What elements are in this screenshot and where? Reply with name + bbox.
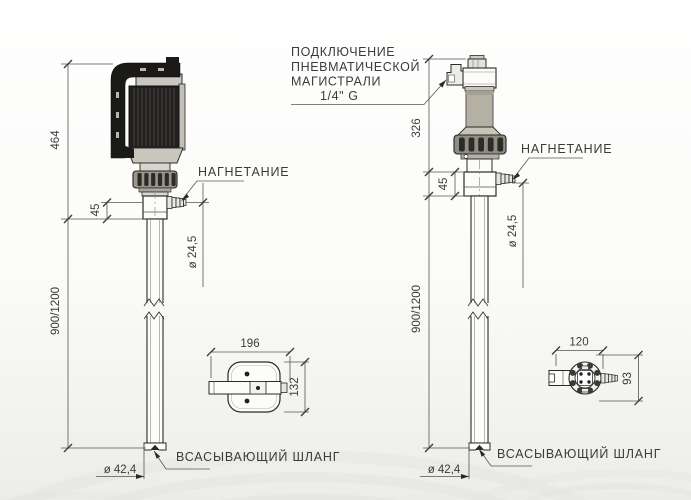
air-cylinder [465, 90, 494, 128]
suction-hose-label-right: ВСАСЫВАЮЩИЙ ШЛАНГ [497, 446, 661, 461]
motor-handle [110, 57, 181, 159]
pump-head-left [142, 195, 187, 220]
right-pump-top-view: 120 93 [548, 337, 643, 406]
right-outlet-dia-dimension: ø 24,5 [507, 178, 529, 288]
dim-45-right: 45 [438, 178, 450, 191]
air-motor [446, 55, 503, 136]
dim-326: 326 [411, 118, 423, 137]
foot-notch [151, 445, 159, 450]
left-pump-top-view: 196 132 [206, 338, 310, 417]
pump-head-right [463, 171, 516, 197]
suction-tube-right [467, 160, 492, 451]
air-connection-thread: 1/4" G [320, 89, 359, 103]
pneumatic-pump-drawing: ПОДКЛЮЧЕНИЕ ПНЕВМАТИЧЕСКОЙ МАГИСТРАЛИ 1/… [291, 45, 661, 479]
dim-dia-42-4-right: ø 42,4 [428, 464, 461, 476]
air-connection-line3: МАГИСТРАЛИ [291, 75, 381, 89]
suction-hose-label-left: ВСАСЫВАЮЩИЙ ШЛАНГ [176, 449, 340, 464]
left-outlet-dia-dimension: ø 24,5 [186, 183, 209, 287]
dim-132: 132 [289, 377, 301, 396]
right-height-dimensions: 326 900/1200 [411, 54, 470, 453]
left-offset-dimension: 45 [90, 198, 143, 224]
left-discharge-callout: НАГНЕТАНИЕ [181, 165, 289, 201]
left-height-dimensions: 464 900/1200 [50, 59, 149, 453]
dim-93: 93 [622, 372, 634, 385]
leader-arrow [181, 193, 189, 201]
discharge-label-left: НАГНЕТАНИЕ [198, 165, 289, 179]
air-connection-line2: ПНЕВМАТИЧЕСКОЙ [291, 59, 420, 74]
dim-45-left: 45 [90, 204, 102, 217]
watermark-waves [0, 450, 691, 500]
right-discharge-callout: НАГНЕТАНИЕ [512, 142, 612, 180]
dim-900-1200-right: 900/1200 [411, 285, 423, 333]
right-bottom-callouts: ø 42,4 ВСАСЫВАЮЩИЙ ШЛАНГ [420, 444, 661, 479]
discharge-barb-left [166, 196, 187, 209]
dim-900-1200-left: 900/1200 [50, 287, 62, 335]
dim-dia-42-4-left: ø 42,4 [104, 464, 137, 476]
discharge-label-right: НАГНЕТАНИЕ [521, 142, 612, 156]
left-bottom-callouts: ø 42,4 ВСАСЫВАЮЩИЙ ШЛАНГ [96, 444, 340, 479]
electric-motor [126, 73, 186, 172]
dim-dia-24-5-right: ø 24,5 [507, 215, 519, 248]
right-offset-dimension: 45 [438, 167, 460, 201]
dim-464: 464 [50, 130, 62, 150]
air-connection-line1: ПОДКЛЮЧЕНИЕ [291, 45, 395, 59]
collar-nut-right [453, 134, 507, 173]
suction-tube-left [143, 190, 167, 451]
dim-120: 120 [569, 337, 588, 349]
electric-pump-drawing: 464 900/1200 45 ø 24,5 НАГНЕТАНИЕ [50, 57, 340, 479]
dim-196: 196 [240, 338, 259, 350]
air-connection-callout: ПОДКЛЮЧЕНИЕ ПНЕВМАТИЧЕСКОЙ МАГИСТРАЛИ 1/… [291, 45, 447, 105]
dim-dia-24-5-left: ø 24,5 [187, 236, 199, 269]
